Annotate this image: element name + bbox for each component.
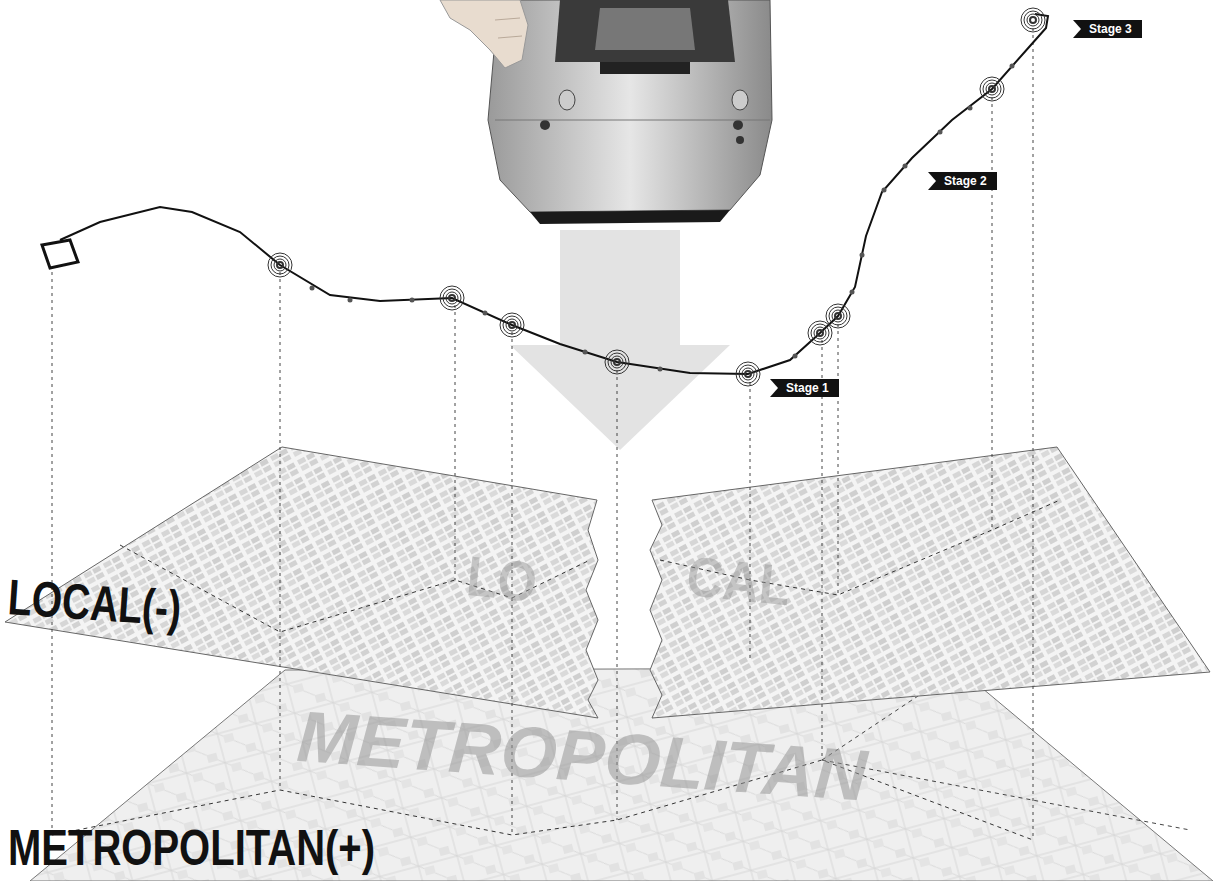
scale-label: METROPOLITAN(+): [8, 823, 375, 873]
local-plane-right: [650, 447, 1210, 718]
stage-label: Stage 2: [944, 174, 987, 188]
stage-label: Stage 1: [786, 381, 829, 395]
route-projection: [120, 500, 1060, 632]
projection-arrow: [510, 230, 730, 450]
stage-tag: Stage 2: [928, 172, 997, 190]
route-start-marker: [42, 240, 78, 268]
stage-label: Stage 3: [1089, 22, 1132, 36]
train-illustration: [440, 0, 772, 224]
stage-tag: Stage 1: [770, 379, 839, 397]
watermark: CAL: [684, 548, 793, 615]
scale-label: LOCAL(-): [7, 572, 183, 634]
watermark: LO: [464, 548, 539, 611]
local-plane-left: [5, 447, 598, 718]
stage-tag: Stage 3: [1073, 20, 1142, 38]
